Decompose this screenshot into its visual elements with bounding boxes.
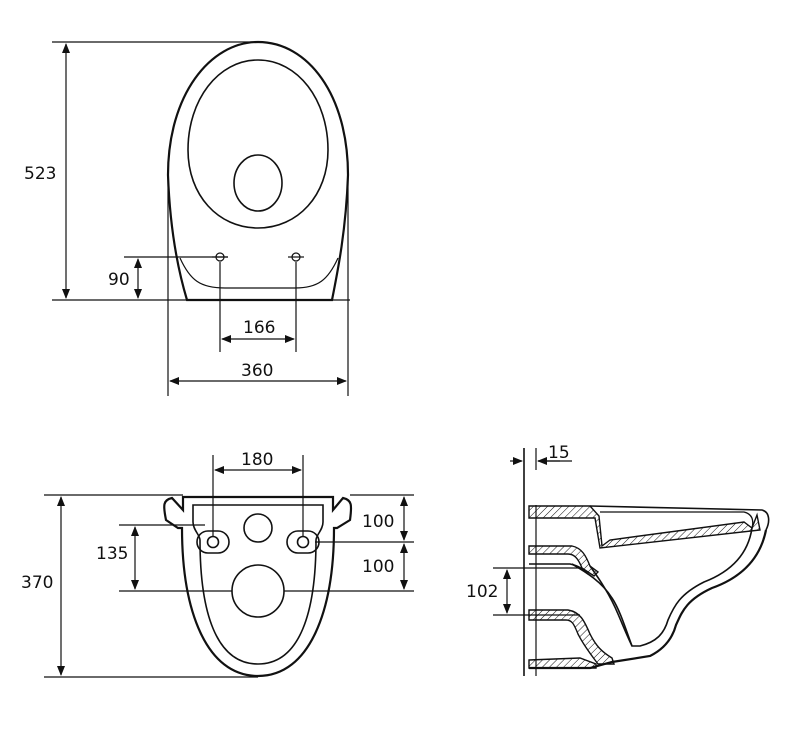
dim-360: 360: [241, 361, 273, 381]
dim-523: 523: [24, 164, 56, 184]
top-view-bowl-opening: [233, 154, 283, 212]
section-inlet: [528, 545, 600, 577]
top-view-outer-outline: [166, 40, 350, 302]
rear-view-outlet: [231, 564, 285, 618]
top-view: 523 90 166 360: [24, 40, 350, 396]
rear-view-outer-outline: [163, 495, 353, 678]
dim-180: 180: [241, 450, 273, 470]
dim-100-upper: 100: [362, 512, 394, 532]
dim-15: 15: [548, 443, 570, 463]
dim-90: 90: [108, 270, 130, 290]
dim-370: 370: [21, 573, 53, 593]
dim-102: 102: [466, 582, 498, 602]
top-view-shoulder: [179, 257, 339, 289]
section-bowl-outer: [529, 529, 768, 670]
section-bowl-inner: [571, 527, 753, 647]
rear-view: 180 370 135 100 100: [21, 450, 414, 678]
dim-135: 135: [96, 544, 128, 564]
side-section: 15 102: [466, 443, 770, 676]
dim-100-lower: 100: [362, 557, 394, 577]
rear-view-inlet: [243, 513, 273, 543]
top-view-inner-rim: [187, 59, 329, 229]
section-outlet: [528, 609, 615, 665]
dim-166: 166: [243, 318, 275, 338]
